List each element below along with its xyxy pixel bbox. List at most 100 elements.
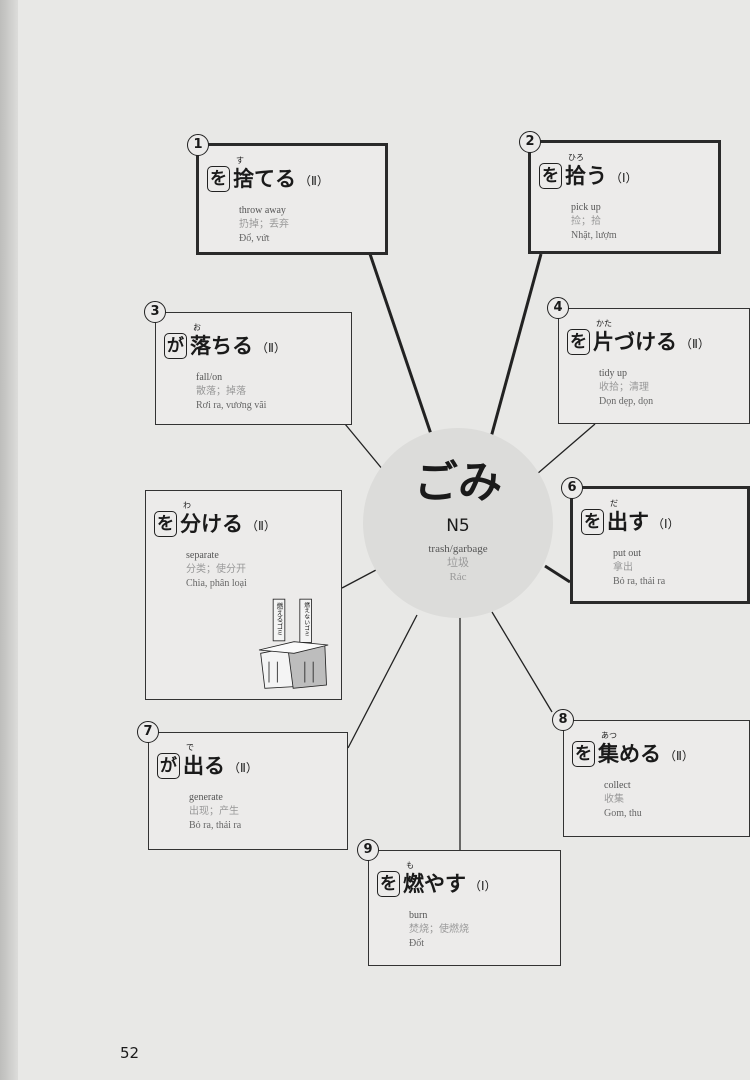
card-number: 4 — [547, 297, 569, 319]
card-number: 7 — [137, 721, 159, 743]
gloss-vi: Dọn dẹp, dọn — [599, 396, 654, 407]
gloss-zh: 分类；使分开 — [186, 564, 246, 575]
furigana: わ — [183, 501, 191, 510]
verb-class: （Ⅱ） — [256, 341, 286, 355]
verb: も燃やす — [403, 861, 466, 897]
particle-badge: を — [154, 511, 177, 537]
connector-4 — [536, 423, 596, 475]
vocab-card-5: を わ分ける （Ⅱ） separate 分类；使分开 Chia, phân lo… — [145, 490, 342, 700]
particle-badge: を — [207, 166, 230, 192]
gloss-vi: Đổ, vứt — [239, 233, 270, 244]
gloss-zh: 收集 — [604, 794, 624, 805]
verb-class: （Ⅰ） — [610, 171, 638, 185]
verb-class: （Ⅱ） — [228, 761, 258, 775]
gloss-vi: Đốt — [409, 938, 424, 949]
center-vi: Rác — [449, 571, 467, 583]
gloss-zh: 焚烧；使燃烧 — [409, 924, 469, 935]
verb-text: 落ちる — [190, 334, 253, 358]
gloss-vi: Nhặt, lượm — [571, 230, 617, 241]
vocab-card-2: 2 を ひろ拾う （Ⅰ） pick up 捡；拾 Nhặt, lượm — [519, 131, 721, 254]
connector-1 — [368, 253, 435, 441]
gloss-vi: Bỏ ra, thải ra — [189, 820, 242, 831]
card-number: 1 — [187, 134, 209, 156]
gloss-en: pick up — [571, 202, 601, 213]
gloss-vi: Bỏ ra, thải ra — [613, 576, 666, 587]
connector-2 — [488, 253, 543, 442]
furigana: お — [193, 323, 201, 332]
bin-sign-2: 燃えないゴミ — [303, 601, 310, 637]
gloss-zh: 捡；拾 — [571, 216, 601, 227]
vocab-card-8: 8 を あつ集める （Ⅱ） collect 收集 Gom, thu — [552, 709, 750, 837]
furigana: あつ — [601, 731, 617, 740]
page-number: 52 — [120, 1044, 140, 1062]
furigana: す — [236, 156, 244, 165]
gloss-en: fall/on — [196, 372, 223, 383]
card-number: 9 — [357, 839, 379, 861]
verb: で出る — [183, 743, 225, 779]
book-spine-edge — [0, 0, 18, 1080]
vocab-card-7: 7 が で出る （Ⅱ） generate 出现；产生 Bỏ ra, thải r… — [137, 721, 348, 850]
furigana: で — [186, 743, 194, 752]
gloss-vi: Rơi ra, vương vãi — [196, 400, 267, 411]
verb-text: 出す — [607, 510, 649, 534]
verb-class: （Ⅱ） — [246, 519, 276, 533]
center-en: trash/garbage — [428, 543, 488, 555]
verb: かた片づける — [593, 319, 677, 355]
verb-text: 燃やす — [403, 872, 466, 896]
gloss-en: put out — [613, 548, 642, 559]
furigana: も — [406, 861, 414, 870]
connector-5 — [341, 569, 377, 589]
verb-text: 片づける — [593, 330, 677, 354]
jlpt-level: N5 — [446, 516, 470, 536]
gloss-zh: 散落；掉落 — [196, 386, 246, 397]
verb-class: （Ⅱ） — [664, 749, 694, 763]
gloss-en: tidy up — [599, 368, 628, 379]
card-number: 3 — [144, 301, 166, 323]
vocab-card-3: 3 が お落ちる （Ⅱ） fall/on 散落；掉落 Rơi ra, vương… — [144, 301, 352, 425]
center-word: ごみ — [414, 457, 502, 508]
trash-bins-icon: 燃えるゴミ 燃えないゴミ — [258, 598, 329, 689]
card-number: 2 — [519, 131, 541, 153]
particle-badge: を — [377, 871, 400, 897]
gloss-en: burn — [409, 910, 428, 921]
verb-text: 集める — [598, 742, 661, 766]
verb: だ出す — [607, 499, 649, 535]
vocab-card-1: 1 を す捨てる （Ⅱ） throw away 扔掉；丢弃 Đổ, vứt — [187, 134, 388, 255]
furigana: かた — [596, 319, 612, 328]
card-number: 6 — [561, 477, 583, 499]
gloss-en: separate — [186, 550, 219, 561]
connector-7 — [347, 614, 418, 749]
particle-badge: が — [157, 753, 180, 779]
connector-3 — [344, 423, 384, 471]
particle-badge: を — [539, 163, 562, 189]
verb-text: 出る — [183, 754, 225, 778]
furigana: ひろ — [568, 153, 584, 162]
furigana: だ — [610, 499, 618, 508]
bin-sign-1: 燃えるゴミ — [275, 601, 283, 636]
card-number: 8 — [552, 709, 574, 731]
connector-6 — [544, 564, 571, 584]
gloss-zh: 收拾；清理 — [599, 382, 649, 393]
vocab-card-6: 6 を だ出す （Ⅰ） put out 拿出 Bỏ ra, thải ra — [561, 477, 750, 604]
verb-class: （Ⅱ） — [299, 174, 329, 188]
verb: お落ちる — [190, 323, 253, 359]
verb-class: （Ⅱ） — [680, 337, 710, 351]
verb: わ分ける — [180, 501, 243, 537]
particle-badge: が — [164, 333, 187, 359]
center-word-circle: ごみ N5 trash/garbage 垃圾 Rác — [363, 428, 553, 618]
connector-8 — [491, 611, 553, 713]
verb: ひろ拾う — [565, 153, 607, 189]
trash-bins-illustration: 燃えるゴミ 燃えないゴミ — [254, 595, 334, 699]
gloss-en: throw away — [239, 205, 286, 216]
particle-badge: を — [567, 329, 590, 355]
gloss-vi: Chia, phân loại — [186, 578, 247, 589]
center-zh: 垃圾 — [447, 557, 469, 569]
verb-class: （Ⅰ） — [469, 879, 497, 893]
verb: す捨てる — [233, 156, 296, 192]
verb-text: 拾う — [565, 164, 607, 188]
gloss-en: generate — [189, 792, 223, 803]
gloss-vi: Gom, thu — [604, 808, 642, 819]
vocab-card-4: 4 を かた片づける （Ⅱ） tidy up 收拾；清理 Dọn dẹp, dọ… — [547, 297, 750, 424]
gloss-zh: 扔掉；丢弃 — [239, 219, 289, 230]
